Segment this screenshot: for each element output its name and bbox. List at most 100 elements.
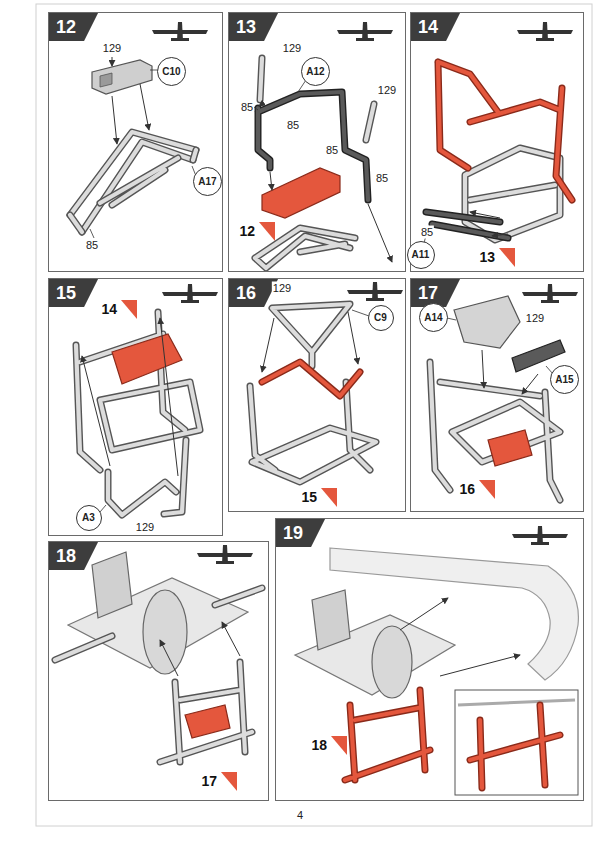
aircraft-icon: [337, 22, 393, 41]
step-17-parts: [447, 318, 456, 320]
part-number: A15: [555, 374, 573, 385]
subassembly-number: 16: [460, 481, 476, 498]
step-16-parts: [348, 312, 358, 364]
part-number: A11: [412, 249, 430, 260]
aircraft-icon: [512, 526, 568, 545]
step-19-parts: [470, 705, 560, 788]
step-19-parts: [400, 598, 448, 630]
aircraft-icon: [197, 545, 253, 564]
subassembly-callout: 14: [100, 300, 137, 319]
aircraft-icon: [152, 22, 208, 41]
step-16-parts: [250, 304, 376, 482]
part-number-label: 129: [525, 312, 545, 325]
step-14-parts: [438, 62, 572, 200]
part-number: A17: [198, 176, 216, 187]
part-number: C9: [374, 312, 387, 323]
step-12-parts: [92, 60, 152, 94]
step-12-parts: [112, 57, 113, 66]
step-17-parts: [454, 296, 520, 348]
step-17-parts: [522, 374, 538, 394]
step-13-parts: [270, 172, 272, 190]
step-18-parts: [92, 552, 132, 618]
step-19-parts: [455, 690, 578, 795]
step-12-parts: [100, 73, 112, 87]
step-13-parts: [260, 58, 374, 140]
step-14-parts: [426, 212, 508, 238]
part-number-label: 85: [286, 119, 300, 132]
callout-triangle: [479, 480, 495, 499]
step-18-parts: [222, 622, 240, 656]
step-18-parts: [55, 588, 262, 660]
step-panel: 17A14A1516: [410, 278, 584, 512]
step-15-parts: [100, 505, 106, 512]
step-18-parts: [55, 588, 262, 660]
step-15-parts: [76, 312, 200, 470]
step-18-parts: [185, 705, 230, 738]
part-number-circle: A14: [419, 303, 448, 332]
step-12-parts: [70, 132, 196, 215]
step-15-parts: [76, 312, 200, 470]
step-13-parts: [262, 168, 340, 218]
step-13-parts: [259, 104, 262, 106]
step-14-parts: [426, 212, 508, 238]
part-number-label: 129: [282, 42, 302, 55]
step-panel: 12C10A17: [48, 12, 223, 272]
subassembly-callout: 16: [458, 480, 495, 499]
aircraft-icon: [162, 284, 218, 303]
step-12-parts: [70, 150, 196, 232]
step-16-parts: [250, 382, 376, 482]
step-19-parts: [312, 590, 350, 650]
part-number-circle: C10: [157, 57, 186, 86]
aircraft-icon: [517, 22, 573, 41]
step-number: 13: [229, 13, 278, 41]
step-13-parts: [260, 58, 374, 140]
part-number-circle: A11: [407, 241, 435, 269]
step-12-parts: [70, 132, 196, 215]
step-number: 12: [49, 13, 98, 41]
callout-triangle: [499, 248, 515, 267]
step-16-parts: [250, 382, 376, 482]
step-18-parts: [55, 552, 262, 762]
step-19-parts: [345, 690, 430, 780]
part-number-label: 85: [420, 226, 434, 239]
step-panel: 1817: [48, 541, 269, 801]
step-15-parts: [108, 440, 186, 515]
callout-triangle: [121, 300, 137, 319]
step-16-parts: [262, 362, 360, 396]
subassembly-callout: 15: [300, 488, 337, 507]
step-14-parts: [424, 62, 572, 243]
step-16-parts: [272, 304, 350, 366]
step-19-parts: [458, 700, 575, 705]
aircraft-icon: [347, 282, 403, 301]
step-17-parts: [430, 362, 560, 500]
step-17-parts: [430, 362, 560, 500]
step-number: 14: [411, 13, 460, 41]
step-19-parts: [345, 690, 430, 780]
step-panel: 1413A11: [410, 12, 584, 272]
step-14-parts: [465, 148, 560, 240]
step-panel: 13A12 12: [228, 12, 406, 272]
part-number-label: 129: [377, 84, 397, 97]
callout-triangle: [331, 736, 347, 755]
step-16-parts: [262, 362, 360, 396]
step-15-parts: [108, 440, 186, 515]
step-13-parts: [254, 107, 258, 110]
step-12-parts: [70, 150, 196, 232]
part-number-label: 129: [135, 521, 155, 534]
part-number-circle: C9: [368, 305, 394, 331]
step-19-parts: [295, 548, 578, 795]
step-16-parts: [352, 310, 369, 316]
part-number: A12: [306, 66, 324, 77]
callout-triangle: [221, 772, 237, 791]
part-number-label: 85: [85, 239, 99, 252]
callout-triangle: [321, 488, 337, 507]
step-panel: 16C915: [228, 278, 406, 512]
step-12-parts: [112, 96, 117, 144]
subassembly-callout: 12: [238, 222, 275, 241]
step-12-parts: [90, 229, 94, 238]
step-17-parts: [430, 296, 565, 500]
step-number: 18: [49, 542, 98, 570]
step-number: 19: [276, 519, 325, 547]
part-number-circle: A15: [550, 365, 579, 394]
part-number: C10: [162, 66, 180, 77]
